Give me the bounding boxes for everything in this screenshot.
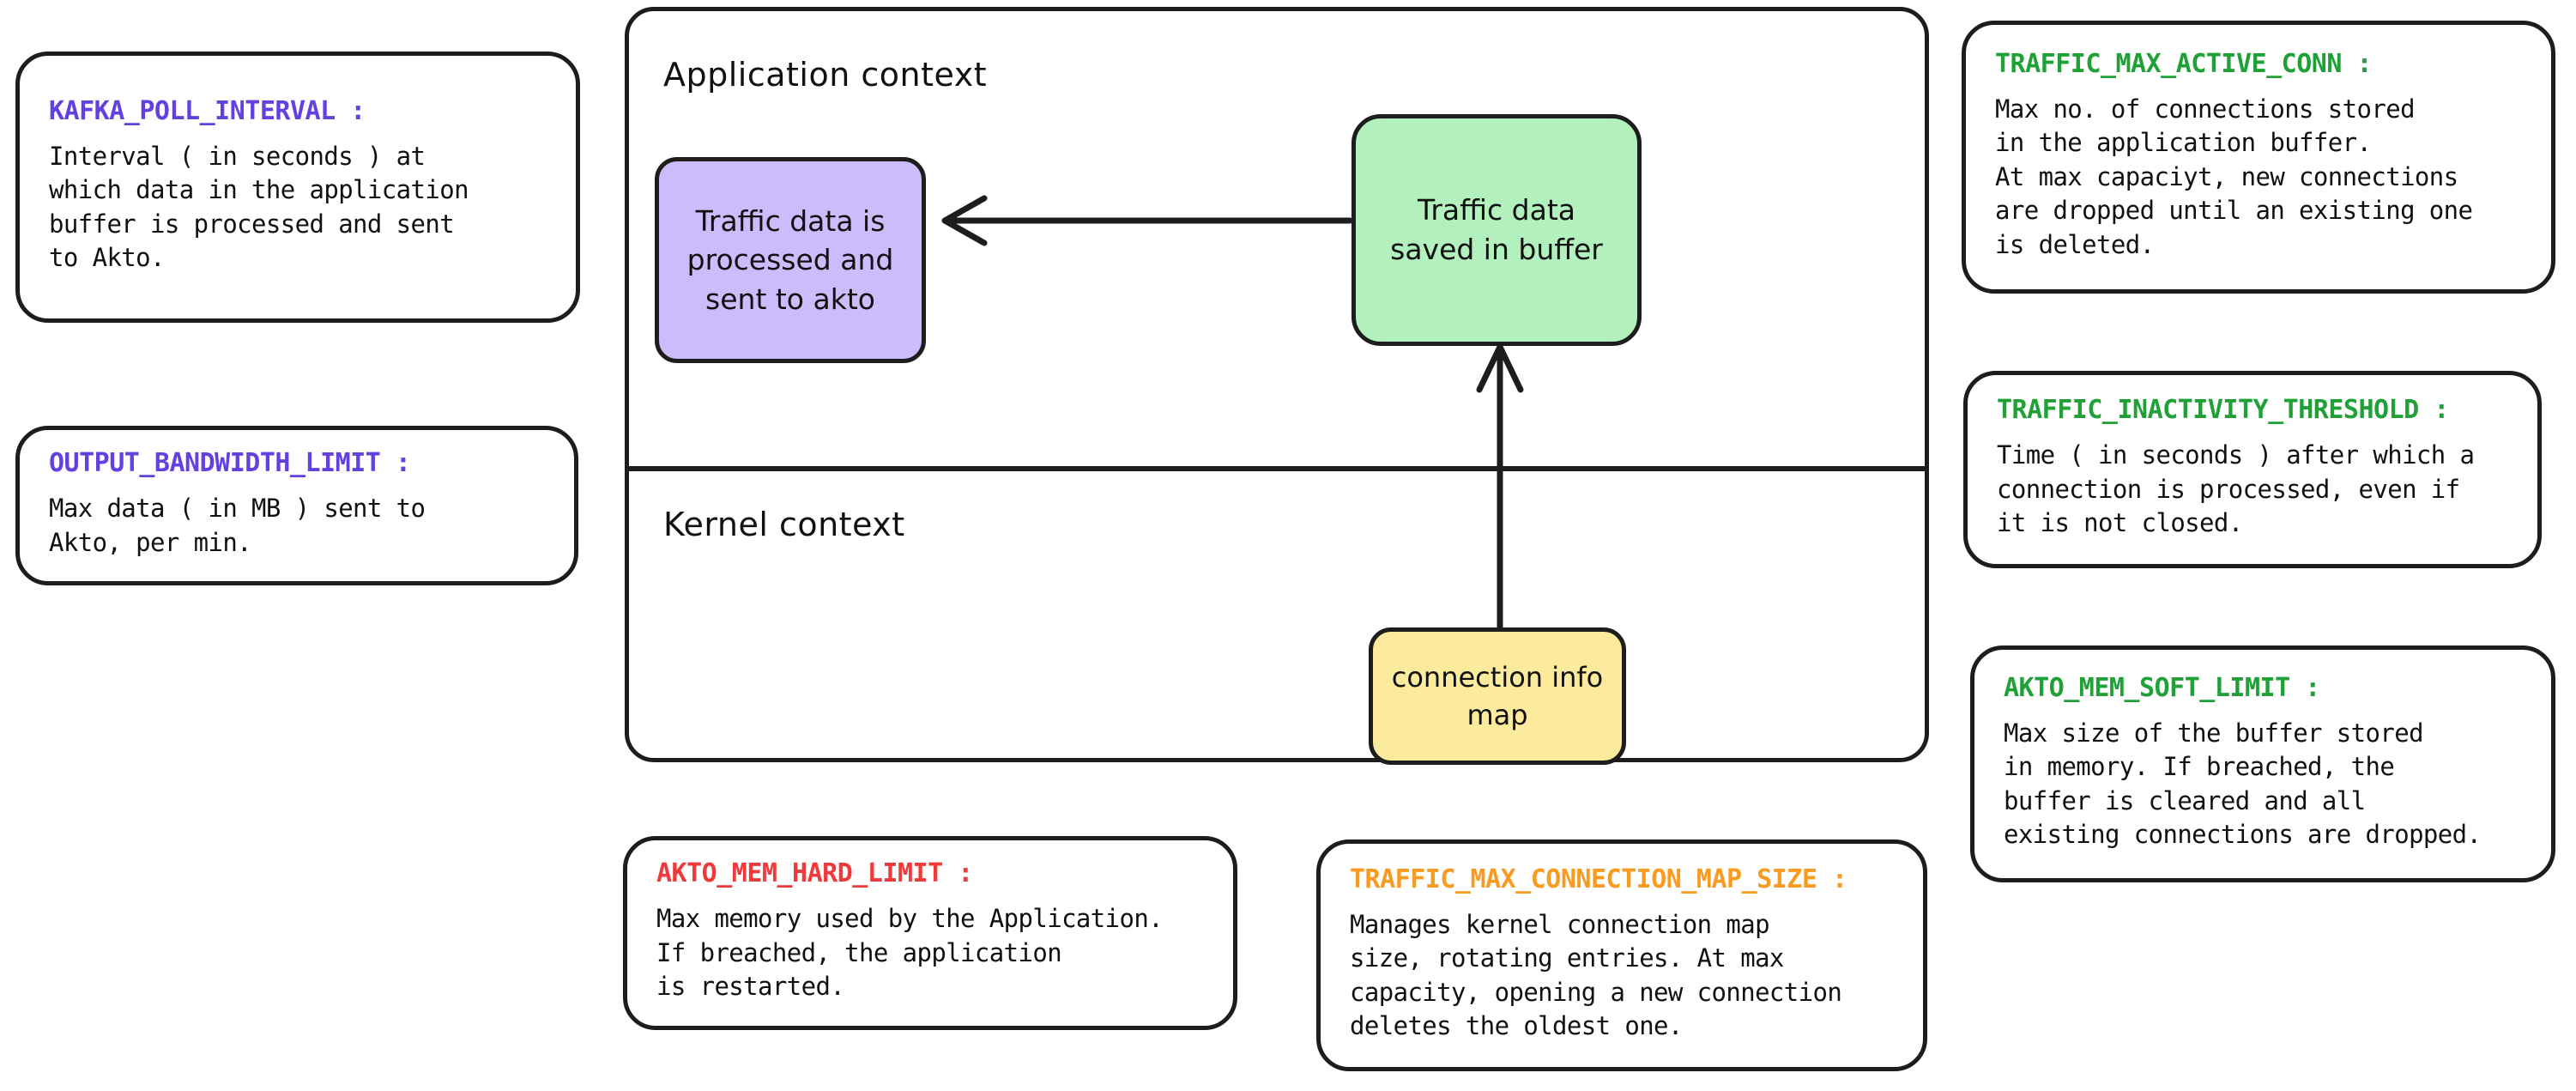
arrow-buffer-to-processed-icon	[941, 195, 1353, 246]
card-body: Manages kernel connection map size, rota…	[1350, 909, 1842, 1040]
card-body: Max no. of connections stored in the app…	[1995, 94, 2473, 259]
arrow-map-to-buffer-icon	[1476, 343, 1524, 632]
card-title: TRAFFIC_MAX_CONNECTION_MAP_SIZE :	[1350, 864, 1847, 894]
card-title: AKTO_MEM_SOFT_LIMIT :	[2004, 672, 2320, 703]
card-title: KAFKA_POLL_INTERVAL :	[49, 95, 366, 126]
card-body: Interval ( in seconds ) at which data in…	[49, 141, 469, 272]
card-traffic-max-active-conn: TRAFFIC_MAX_ACTIVE_CONN : Max no. of con…	[1962, 21, 2555, 294]
card-body: Max size of the buffer stored in memory.…	[2004, 718, 2482, 849]
card-body: Max data ( in MB ) sent to Akto, per min…	[49, 494, 426, 557]
card-kafka-poll-interval: KAFKA_POLL_INTERVAL : Interval ( in seco…	[15, 52, 580, 323]
context-divider	[629, 466, 1925, 471]
card-title: TRAFFIC_MAX_ACTIVE_CONN :	[1995, 48, 2373, 79]
card-akto-mem-hard-limit: AKTO_MEM_HARD_LIMIT : Max memory used by…	[623, 836, 1237, 1030]
card-output-bandwidth-limit: OUTPUT_BANDWIDTH_LIMIT : Max data ( in M…	[15, 426, 578, 585]
node-traffic-data-processed[interactable]: Traffic data is processed and sent to ak…	[655, 157, 926, 363]
card-body: Time ( in seconds ) after which a connec…	[1997, 440, 2475, 538]
context-container: Application context Kernel context Traff…	[625, 7, 1929, 765]
card-title: OUTPUT_BANDWIDTH_LIMIT :	[49, 448, 411, 479]
card-akto-mem-soft-limit: AKTO_MEM_SOFT_LIMIT : Max size of the bu…	[1970, 646, 2555, 882]
kernel-context-label: Kernel context	[663, 506, 905, 543]
node-traffic-data-saved-in-buffer[interactable]: Traffic data saved in buffer	[1351, 114, 1642, 346]
application-context-label: Application context	[663, 56, 988, 94]
card-traffic-max-connection-map-size: TRAFFIC_MAX_CONNECTION_MAP_SIZE : Manage…	[1316, 839, 1927, 1071]
card-body: Max memory used by the Application. If b…	[656, 904, 1164, 1002]
card-traffic-inactivity-threshold: TRAFFIC_INACTIVITY_THRESHOLD : Time ( in…	[1963, 371, 2542, 568]
node-connection-info-map[interactable]: connection info map	[1369, 627, 1626, 765]
card-title: TRAFFIC_INACTIVITY_THRESHOLD :	[1997, 395, 2449, 426]
card-title: AKTO_MEM_HARD_LIMIT :	[656, 858, 973, 889]
